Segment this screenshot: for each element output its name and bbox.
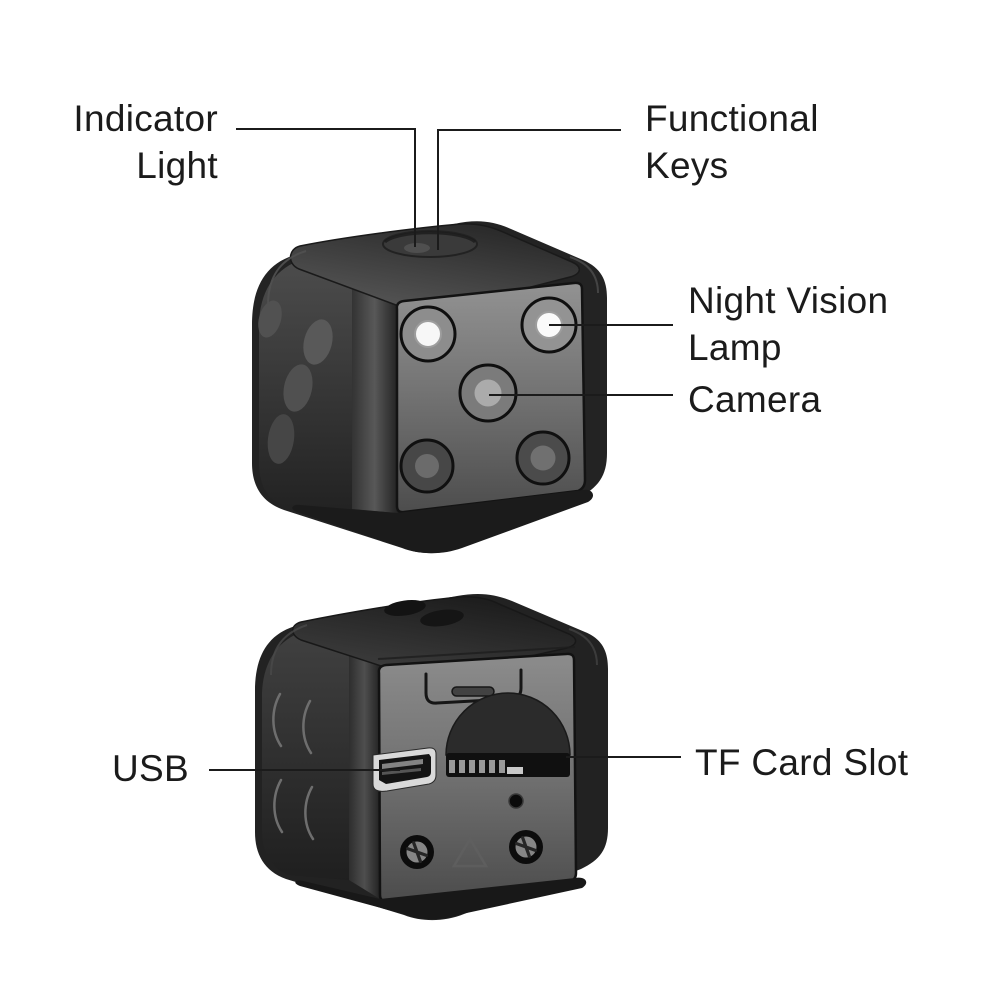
reset-hole: [508, 793, 524, 809]
tf-slot-pins: [449, 760, 505, 773]
leader-tf-card-slot: [566, 756, 681, 758]
corner-seam: [569, 256, 599, 294]
tf-slot-opening: [446, 753, 570, 777]
label-functional-keys-line2: Keys: [645, 145, 729, 186]
label-usb: USB: [112, 748, 189, 789]
indicator-light-button: [404, 243, 430, 253]
front-left-edge: [349, 651, 380, 899]
lens-bottom-left: [399, 438, 455, 494]
dice-dot-outlines: [272, 692, 315, 841]
button-recess: [382, 230, 478, 258]
label-tf-card-slot: TF Card Slot: [695, 742, 909, 783]
dice-dot-top: [384, 600, 426, 616]
latch-slot: [451, 686, 495, 697]
leader-functional-keys-h: [437, 129, 621, 131]
leader-indicator-light-h: [236, 128, 416, 130]
tf-slot-dome: [445, 692, 571, 756]
tf-card-slot: [445, 692, 571, 777]
recess-shadow: [383, 231, 477, 244]
left-face: [262, 633, 357, 881]
corner-seam: [270, 624, 308, 676]
leader-indicator-light-v: [414, 128, 416, 247]
label-indicator-light-line1: Indicator: [73, 98, 218, 139]
label-indicator-light: Indicator Light: [0, 95, 218, 189]
dice-dot: [267, 414, 295, 464]
leader-functional-keys-v: [437, 129, 439, 250]
corner-seam: [267, 250, 307, 306]
label-functional-keys-line1: Functional: [645, 98, 819, 139]
corner-seam: [568, 628, 598, 666]
leader-camera: [489, 394, 673, 396]
latch: [424, 668, 523, 705]
lens-bottom-right: [515, 430, 571, 486]
usb-contacts: [382, 759, 423, 769]
label-night-vision-lamp-line2: Lamp: [688, 327, 782, 368]
dice-dot: [258, 300, 282, 338]
tf-card-edge: [507, 767, 523, 774]
camera-lens: [458, 363, 518, 423]
label-night-vision-lamp-line1: Night Vision: [688, 280, 889, 321]
usb-port: [372, 747, 437, 792]
lid-seam: [377, 646, 576, 660]
dice-camera-front-view: [252, 221, 607, 554]
label-functional-keys: Functional Keys: [645, 95, 819, 189]
dice-dot: [283, 364, 313, 412]
screw-right: [509, 830, 543, 864]
bottom-rim: [292, 489, 594, 554]
bottom-rim: [295, 877, 587, 920]
leader-night-vision-lamp: [549, 324, 673, 326]
dice-dot-top: [420, 609, 464, 627]
arrow-mark: [451, 836, 489, 868]
label-night-vision-lamp: Night Vision Lamp: [688, 277, 888, 371]
label-indicator-light-line2: Light: [136, 145, 218, 186]
leader-usb: [209, 769, 400, 771]
dice-camera-back-view: [255, 593, 608, 921]
front-left-edge: [352, 279, 397, 513]
dice-dot: [303, 319, 333, 365]
label-camera: Camera: [688, 379, 822, 420]
night-vision-lamp-left: [399, 305, 457, 363]
screw-left: [400, 835, 434, 869]
